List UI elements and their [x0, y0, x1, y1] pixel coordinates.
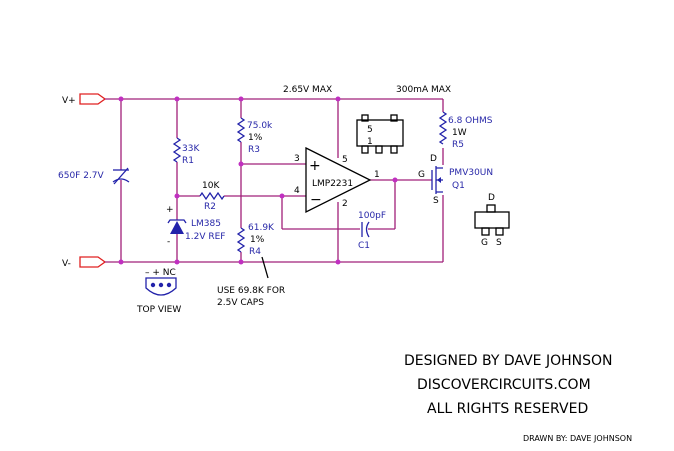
credits-rights: ALL RIGHTS RESERVED: [427, 401, 588, 417]
c-main-value: 650F 2.7V: [58, 171, 105, 181]
capacitor-c1: 100pF C1: [358, 211, 386, 251]
zener-part: LM385: [191, 219, 221, 229]
opamp-part: LMP2231: [312, 179, 353, 189]
resistor-r2: 10K R2: [199, 181, 225, 212]
r4-tol: 1%: [250, 235, 265, 245]
op-supply-note: 2.65V MAX: [283, 85, 332, 95]
r4-note-line1: USE 69.8K FOR: [217, 286, 285, 296]
to92-label: TOP VIEW: [136, 305, 181, 315]
credits-designer: DESIGNED BY DAVE JOHNSON: [404, 353, 613, 369]
wires: [120, 99, 444, 262]
vminus-label: V-: [62, 259, 71, 269]
capacitor-main: 650F 2.7V: [58, 167, 130, 185]
q1-part: PMV30UN: [449, 168, 493, 178]
q1-s: S: [433, 196, 439, 206]
opamp-pin5: 5: [342, 155, 348, 165]
mosfet-q1: D G S PMV30UN Q1: [418, 154, 493, 206]
current-note: 300mA MAX: [396, 85, 451, 95]
vplus-terminal: [79, 93, 107, 105]
q1-ref: Q1: [452, 181, 465, 191]
r2-ref: R2: [204, 202, 216, 212]
r5-ref: R5: [452, 140, 464, 150]
c1-ref: C1: [358, 241, 370, 251]
package-to92: – + NC TOP VIEW: [136, 268, 181, 315]
opamp-pin3: 3: [294, 154, 300, 164]
r5-power: 1W: [452, 128, 467, 138]
package-sot23-5: 5 1: [356, 114, 404, 154]
zener-minus: -: [167, 237, 170, 247]
pkg3-d: D: [488, 193, 495, 203]
opamp-pin4: 4: [294, 186, 300, 196]
zener-lm385: + - LM385 1.2V REF: [166, 205, 225, 247]
pkg3-g: G: [481, 238, 488, 248]
pkg3-s: S: [496, 238, 502, 248]
q1-d: D: [430, 154, 437, 164]
r3-ref: R3: [248, 145, 260, 155]
junctions: [118, 96, 398, 265]
opamp-lmp2231: + − LMP2231 3 4 5 2 1: [294, 146, 380, 214]
r1-value: 33K: [182, 144, 200, 154]
to92-pins: – + NC: [145, 268, 176, 278]
opamp-minus: −: [310, 192, 322, 208]
r4-note-line2: 2.5V CAPS: [217, 298, 264, 308]
r5-value: 6.8 OHMS: [448, 116, 493, 126]
opamp-pin1: 1: [374, 170, 380, 180]
credits-site: DISCOVERCIRCUITS.COM: [417, 377, 591, 393]
resistor-r3: 75.0k 1% R3: [236, 117, 273, 155]
c1-value: 100pF: [358, 211, 386, 221]
rails: V+ V-: [62, 93, 443, 269]
zener-desc: 1.2V REF: [185, 232, 225, 242]
r4-ref: R4: [249, 247, 261, 257]
resistor-r5: 6.8 OHMS 1W R5: [438, 111, 493, 150]
r3-value: 75.0k: [247, 121, 273, 131]
r1-ref: R1: [182, 156, 194, 166]
vminus-terminal: [79, 256, 107, 268]
pkg5-pin5: 5: [367, 125, 373, 135]
credits-drawn-by: DRAWN BY: DAVE JOHNSON: [523, 434, 632, 443]
zener-plus: +: [166, 205, 174, 215]
r4-value: 61.9K: [248, 223, 275, 233]
r3-tol: 1%: [248, 133, 263, 143]
q1-g: G: [418, 170, 425, 180]
package-sot23: D G S: [474, 193, 510, 248]
r2-value: 10K: [202, 181, 220, 191]
vplus-label: V+: [62, 96, 76, 106]
credits: DESIGNED BY DAVE JOHNSON DISCOVERCIRCUIT…: [404, 353, 632, 443]
resistor-r4: 61.9K 1% R4 USE 69.8K FOR 2.5V CAPS: [217, 223, 285, 308]
resistor-r1: 33K R1: [172, 137, 200, 166]
opamp-plus: +: [309, 158, 321, 174]
pkg5-pin1: 1: [367, 137, 373, 147]
opamp-pin2: 2: [342, 199, 348, 209]
